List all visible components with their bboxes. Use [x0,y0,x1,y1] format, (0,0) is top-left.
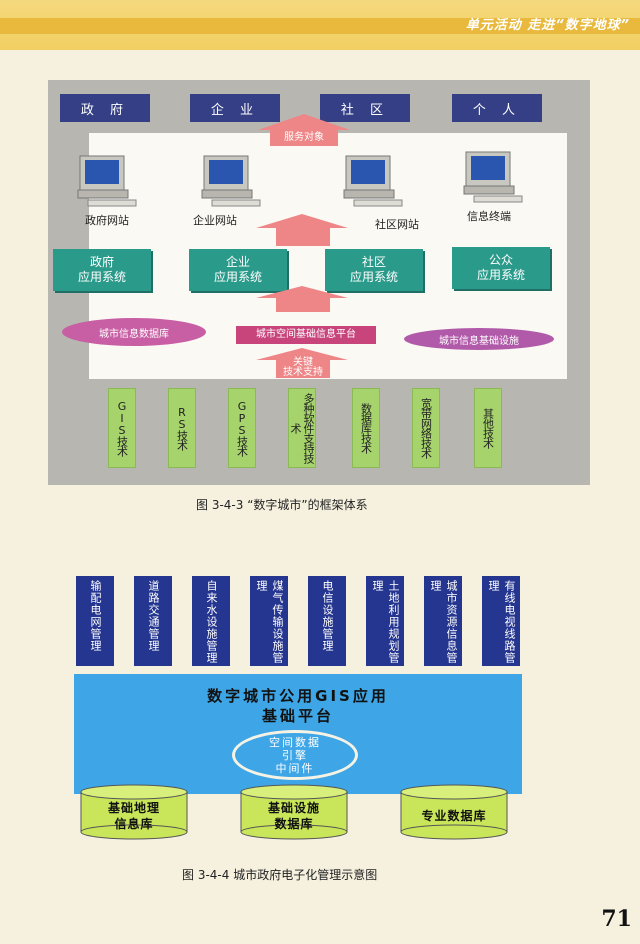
db-label-geo: 基础地理 信息库 [107,801,160,831]
tech-other: 其他技术 [474,388,502,468]
figure1-caption: 图 3-4-3 “数字城市”的框架体系 [196,498,368,512]
infrastructure-disc: 城市信息基础设施 [404,328,554,350]
mgmt-resources: 城市资源信息管理 [424,576,462,666]
page-number: 71 [601,906,632,932]
spatial-engine: 空间数据 引擎 中间件 [232,730,358,780]
tech-gis: GIS技术 [108,388,136,468]
header-stripe [0,18,640,34]
mgmt-power: 输配电网管理 [76,576,114,666]
top-box-individual: 个 人 [452,94,542,122]
computer-icon [77,155,137,207]
database-cylinder-icon [80,784,188,840]
arrow-up-icon [256,348,348,360]
terminal-label-government: 政府网站 [85,214,129,227]
database-cylinder-icon [240,784,348,840]
arrow-up-icon [258,114,350,130]
key-tech-label: 关键 技术支持 [276,358,330,378]
terminal-label-info: 信息终端 [467,210,511,223]
db-label-professional: 专业数据库 [421,809,487,823]
mgmt-water: 自来水设施管理 [192,576,230,666]
figure2-caption: 图 3-4-4 城市政府电子化管理示意图 [182,868,378,882]
mgmt-traffic: 道路交通管理 [134,576,172,666]
arrow-shaft [276,228,330,246]
mgmt-gas: 煤气传输设施管理 [250,576,288,666]
app-system-community: 社区 应用系统 [325,249,423,291]
top-box-government: 政 府 [60,94,150,122]
computer-icon [201,155,261,207]
arrow-shaft [276,298,330,312]
tech-rs: RS技术 [168,388,196,468]
header-title: 单元活动 走进“数字地球” [465,18,630,33]
computer-icon [463,151,523,203]
gis-platform-title: 数字城市公用GIS应用 基础平台 [207,687,389,725]
mgmt-telecom: 电信设施管理 [308,576,346,666]
terminal-label-community: 社区网站 [375,218,419,231]
database-cylinder-icon [400,784,508,840]
tech-database: 数据库技术 [352,388,380,468]
service-label: 服务对象 [270,130,338,146]
city-database-disc: 城市信息数据库 [62,318,206,346]
app-system-government: 政府 应用系统 [53,249,151,291]
computer-icon [343,155,403,207]
app-system-public: 公众 应用系统 [452,247,550,289]
tech-broadband: 宽带网络技术 [412,388,440,468]
app-system-enterprise: 企业 应用系统 [189,249,287,291]
tech-software: 多种软件支持技术 [288,388,316,468]
mgmt-land: 土地利用规划管理 [366,576,404,666]
arrow-up-icon [256,286,348,298]
platform-label: 城市空间基础信息平台 [236,326,376,344]
db-label-infra: 基础设施 数据库 [267,801,320,831]
tech-gps: GPS技术 [228,388,256,468]
arrow-up-icon [256,214,348,228]
terminal-label-enterprise: 企业网站 [193,214,237,227]
mgmt-cable-tv: 有线电视线路管理 [482,576,520,666]
